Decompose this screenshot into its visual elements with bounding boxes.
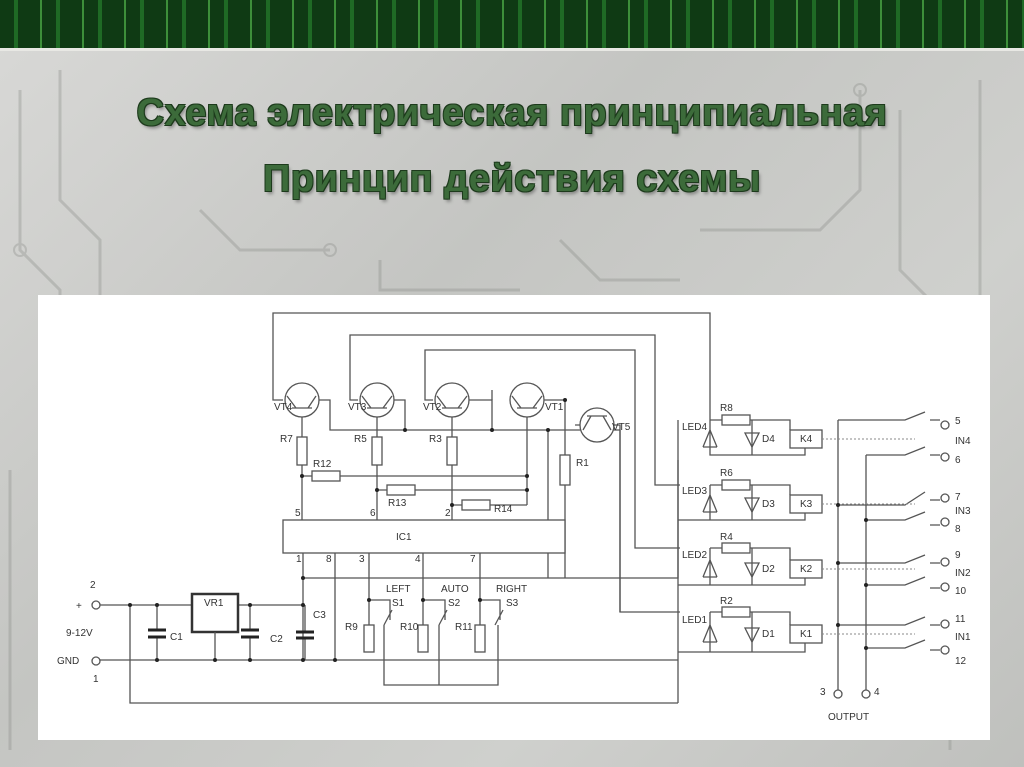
transistor-vt5 — [579, 407, 615, 443]
voltage-regulator — [190, 592, 240, 634]
label-vt3: VT3 — [348, 402, 367, 413]
label-r10: R10 — [400, 622, 419, 633]
label-pin: 11 — [955, 614, 966, 625]
label-r13: R13 — [388, 498, 407, 509]
ic-pin: 2 — [445, 508, 451, 519]
mode-switches: LEFT S1 R9 AUTO S2 R10 RIGHT S3 R11 — [345, 584, 527, 686]
label-r11: R11 — [455, 622, 473, 633]
label-s2: S2 — [448, 598, 461, 609]
label-input: IN2 — [955, 568, 971, 579]
slide-subtitle: Принцип действия схемы — [263, 158, 761, 200]
label-s3: S3 — [506, 598, 519, 609]
label-right: RIGHT — [496, 584, 527, 595]
ic-pin: 6 — [370, 508, 376, 519]
channel-2: R4 LED2 D2 K2 9 IN2 10 — [678, 532, 971, 597]
label-relay: K1 — [800, 629, 813, 640]
terminal-gnd — [91, 656, 101, 666]
label-pin-2: 2 — [90, 580, 96, 591]
label-voltage: 9-12V — [66, 628, 93, 639]
label-pin: 10 — [955, 586, 967, 597]
terminal-plus — [91, 600, 101, 610]
label-pin-3: 3 — [820, 687, 826, 698]
label-r1: R1 — [576, 458, 589, 469]
label-pin: 12 — [955, 656, 967, 667]
channel-4: R8 LED4 D4 K4 5 IN4 6 — [682, 403, 971, 466]
label-r3: R3 — [429, 434, 442, 445]
label-output: OUTPUT — [828, 712, 869, 723]
ic-pin: 8 — [326, 554, 332, 565]
label-relay: K3 — [800, 499, 813, 510]
label-input: IN4 — [955, 436, 971, 447]
label-vt2: VT2 — [423, 402, 442, 413]
label-pin: 7 — [955, 492, 961, 503]
ic-pin: 5 — [295, 508, 301, 519]
label-resistor: R8 — [720, 403, 733, 414]
label-r9: R9 — [345, 622, 358, 633]
label-r14: R14 — [494, 504, 513, 515]
label-r7: R7 — [280, 434, 293, 445]
label-led: LED1 — [682, 615, 707, 626]
label-ic1: IC1 — [396, 532, 412, 543]
pcb-header-decoration — [0, 0, 1024, 51]
ic-pin: 1 — [296, 554, 302, 565]
label-led: LED2 — [682, 550, 707, 561]
label-plus: + — [76, 601, 82, 612]
label-auto: AUTO — [441, 584, 469, 595]
label-vt5: VT5 — [612, 422, 631, 433]
label-resistor: R6 — [720, 468, 733, 479]
label-pin: 8 — [955, 524, 961, 535]
schematic-drawing: VT4 VT3 VT2 VT1 VT5 R7 R5 R3 R1 R12 R13 … — [57, 312, 971, 723]
label-pin: 9 — [955, 550, 961, 561]
label-diode: D4 — [762, 434, 775, 445]
slide-title: Схема электрическая принципиальная — [136, 92, 888, 134]
label-r12: R12 — [313, 459, 332, 470]
circuit-schematic: VT4 VT3 VT2 VT1 VT5 R7 R5 R3 R1 R12 R13 … — [38, 295, 990, 740]
output-terminal-4 — [861, 689, 871, 699]
label-c2: C2 — [270, 634, 283, 645]
label-s1: S1 — [392, 598, 405, 609]
ic-pin: 7 — [470, 554, 476, 565]
label-pin: 6 — [955, 455, 961, 466]
label-led: LED4 — [682, 422, 707, 433]
label-diode: D3 — [762, 499, 775, 510]
label-gnd: GND — [57, 656, 79, 667]
label-c1: C1 — [170, 632, 183, 643]
label-r5: R5 — [354, 434, 367, 445]
label-diode: D1 — [762, 629, 775, 640]
label-relay: K4 — [800, 434, 813, 445]
label-vt4: VT4 — [274, 402, 293, 413]
ic-pin: 3 — [359, 554, 365, 565]
label-pin-4: 4 — [874, 687, 880, 698]
label-input: IN1 — [955, 632, 971, 643]
channel-3: R6 LED3 D3 K3 7 IN3 8 — [678, 468, 971, 535]
label-left: LEFT — [386, 584, 410, 595]
label-pin-1: 1 — [93, 674, 99, 685]
channel-1: R2 LED1 D1 K1 11 IN1 12 — [678, 596, 971, 667]
label-input: IN3 — [955, 506, 971, 517]
label-vr1: VR1 — [204, 598, 224, 609]
output-terminal-3 — [833, 689, 843, 699]
label-diode: D2 — [762, 564, 775, 575]
label-led: LED3 — [682, 486, 707, 497]
label-vt1: VT1 — [545, 402, 564, 413]
label-resistor: R4 — [720, 532, 733, 543]
ic1-chip — [282, 519, 566, 554]
label-c3: C3 — [313, 610, 326, 621]
label-relay: K2 — [800, 564, 813, 575]
ic-pin: 4 — [415, 554, 421, 565]
label-resistor: R2 — [720, 596, 733, 607]
label-pin: 5 — [955, 416, 961, 427]
